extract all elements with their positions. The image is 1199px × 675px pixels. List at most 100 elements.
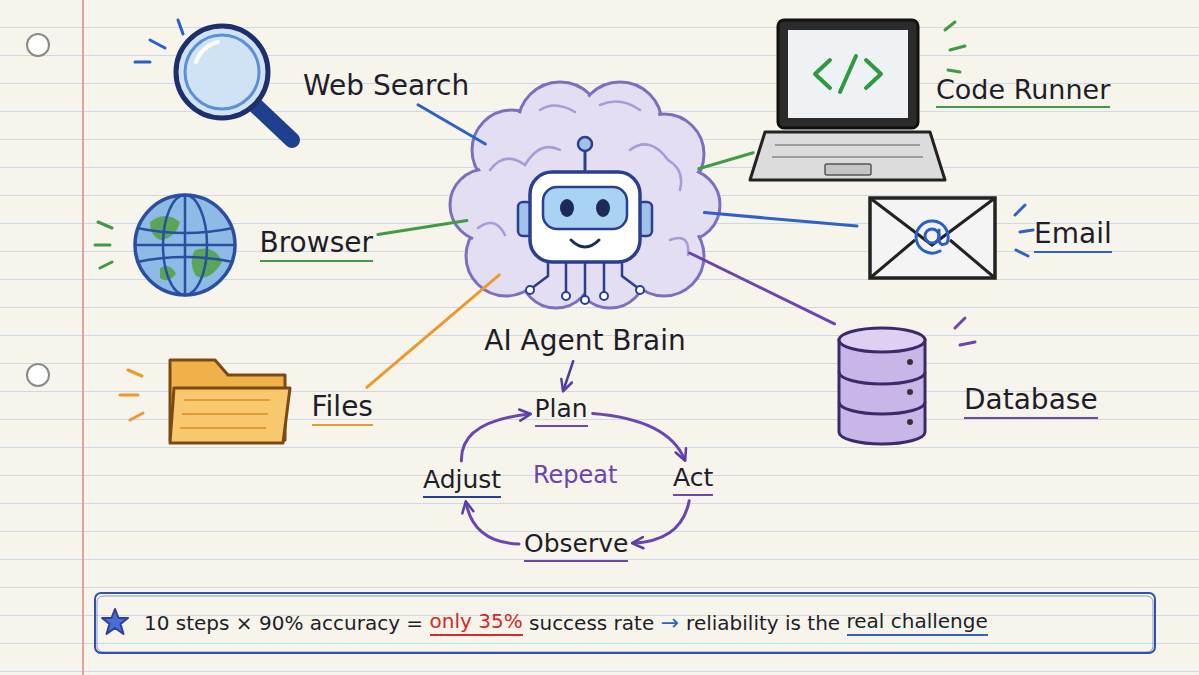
envelope-body — [870, 198, 995, 278]
hatching — [180, 400, 270, 428]
at-sign — [916, 221, 948, 253]
cycle-step: Plan — [535, 395, 588, 427]
callout-text: only 35% — [430, 610, 523, 636]
robot-smile — [571, 240, 599, 247]
connector — [564, 361, 574, 390]
connector — [418, 105, 485, 144]
sparkle — [1015, 205, 1033, 256]
callout-text: 10 steps × 90% accuracy = — [144, 612, 423, 635]
cycle-step: Observe — [524, 530, 628, 562]
parallel — [135, 228, 235, 262]
callout-text: → — [661, 610, 679, 635]
robot-visor — [543, 187, 627, 229]
brain-illustration — [450, 82, 720, 308]
node-label: Act — [673, 464, 713, 496]
connector — [699, 153, 754, 169]
agent-brain: AI Agent Brain — [462, 92, 708, 307]
brain-outline — [450, 82, 720, 308]
magnifier-handle — [256, 106, 292, 140]
circuit-node — [526, 286, 534, 294]
punch-hole — [27, 364, 49, 386]
node-label: Browser — [260, 227, 373, 262]
cycle-step: Adjust — [423, 466, 501, 498]
magnifier-icon — [135, 20, 292, 140]
globe — [135, 195, 235, 295]
envelope-icon — [870, 198, 1033, 278]
robot-eye — [596, 199, 610, 217]
cycle-step: Act — [673, 464, 713, 496]
callout-text: reliability is the — [686, 612, 840, 635]
cycle-label: Repeat — [533, 462, 617, 490]
tool-node: Web Search — [303, 70, 469, 102]
brain-fill — [453, 85, 718, 306]
circuit-node — [562, 292, 570, 300]
callout-box: 10 steps × 90% accuracy = only 35% success… — [94, 592, 1156, 654]
node-label: Adjust — [423, 466, 501, 498]
at-sign — [925, 229, 939, 243]
connector — [367, 275, 500, 388]
node-label: Code Runner — [936, 74, 1110, 108]
connector — [704, 213, 857, 227]
laptop-icon — [750, 20, 965, 180]
tool-node: Files — [312, 391, 373, 426]
circuit-node — [581, 296, 589, 304]
indicator — [907, 419, 913, 425]
connector — [690, 253, 835, 324]
callout-text: real challenge — [847, 610, 988, 636]
circuit-node — [636, 286, 644, 294]
cycle-arrow — [593, 413, 685, 459]
robot-head — [530, 172, 640, 262]
envelope-flap — [870, 198, 995, 278]
cylinder-top — [839, 328, 925, 352]
tool-node: Browser — [260, 227, 373, 262]
sparkle — [135, 20, 183, 62]
tool-node: Code Runner — [758, 14, 1108, 186]
node-label: Email — [1034, 218, 1112, 253]
cylinder-body — [839, 340, 925, 444]
antenna-ball — [578, 137, 592, 151]
folder-front — [170, 388, 290, 443]
lens-shine — [196, 42, 218, 62]
indicator — [907, 389, 913, 395]
circuit-node — [600, 292, 608, 300]
database-icon — [839, 318, 975, 444]
cycle-arrow — [633, 501, 689, 543]
sparkle — [955, 318, 975, 345]
star-symbol — [102, 609, 128, 634]
screen-display — [788, 30, 908, 118]
sparkle — [945, 22, 965, 72]
cycle-arrow — [466, 503, 519, 544]
tool-node: Email — [862, 192, 1120, 284]
folder-icon — [120, 360, 290, 443]
node-label: Plan — [535, 395, 588, 427]
magnifier-ring — [185, 35, 259, 109]
code-glyph — [815, 56, 881, 92]
node-label: Web Search — [303, 70, 469, 102]
node-label: Observe — [524, 530, 628, 562]
tool-node: Database — [832, 326, 1100, 450]
cycle-arrow — [461, 414, 529, 461]
node-label: AI Agent Brain — [462, 325, 708, 357]
indicator — [907, 359, 913, 365]
circuit-line — [532, 262, 638, 296]
connector — [378, 221, 467, 235]
punch-hole — [27, 34, 49, 56]
sparkle — [95, 222, 112, 268]
trackpad — [825, 164, 871, 175]
antenna — [584, 150, 587, 172]
callout-text: success rate — [529, 612, 654, 635]
keyboard — [772, 145, 923, 157]
cylinder-band — [839, 372, 925, 414]
margin-line — [82, 0, 84, 675]
node-label: Database — [964, 384, 1098, 419]
magnifier-lens — [176, 26, 268, 118]
node-label: Files — [312, 391, 373, 426]
laptop-screen — [778, 20, 918, 128]
brain-fill — [480, 112, 690, 288]
sketch-outline — [97, 596, 1153, 652]
laptop-base — [750, 132, 945, 180]
robot-eye — [560, 199, 574, 217]
sparkle — [120, 370, 143, 420]
globe-icon — [95, 195, 235, 295]
